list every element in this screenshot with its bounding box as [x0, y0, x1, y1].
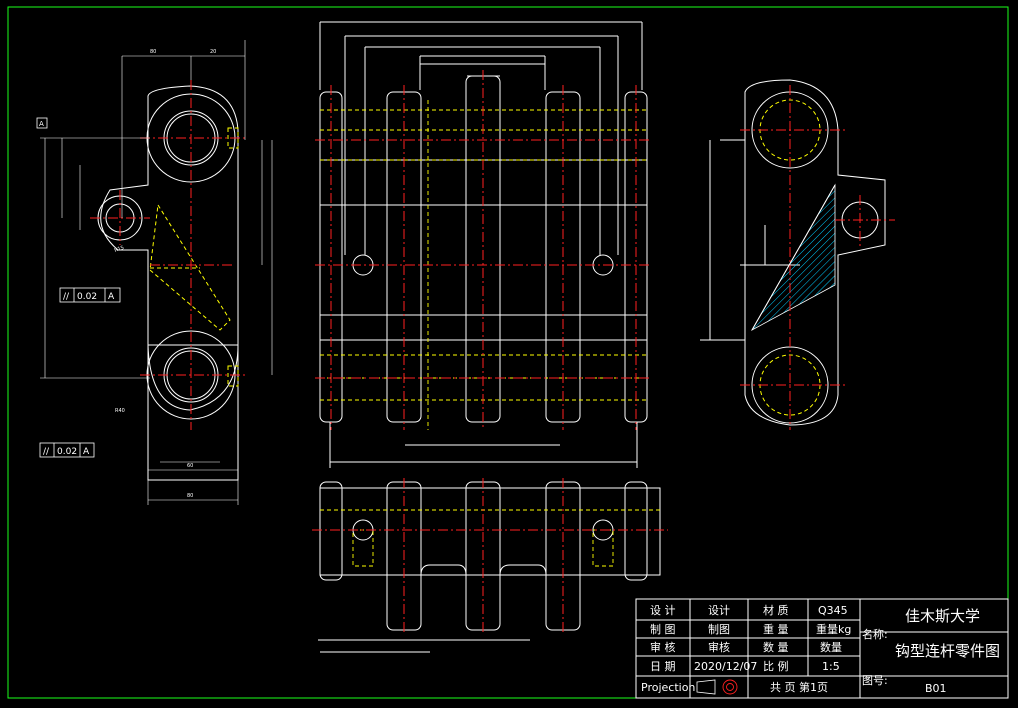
tol-1-datum: A	[108, 292, 115, 302]
right-view-centerlines	[740, 85, 895, 430]
bottom-view	[318, 481, 661, 653]
tb-value-material: Q345	[818, 604, 848, 617]
bottom-view-centerlines	[312, 478, 668, 635]
tb-label-design: 设 计	[650, 604, 676, 617]
tb-label-date: 日 期	[650, 660, 676, 673]
tb-label-material: 材 质	[763, 603, 789, 617]
tb-name-label: 名称:	[862, 627, 888, 641]
tb-label-scale: 比 例	[763, 659, 789, 673]
tol-1-symbol: //	[63, 292, 70, 302]
left-view-hidden	[149, 127, 239, 387]
center-view-centerlines	[315, 70, 652, 430]
left-view-dims	[40, 40, 273, 505]
tb-value-weight: 重量kg	[816, 622, 851, 636]
datum-tag-letter: A	[39, 120, 44, 128]
dim-label-60: 60	[187, 463, 193, 469]
left-view	[97, 85, 239, 481]
tol-1-value: 0.02	[77, 292, 97, 302]
dim-label-r15: R15	[114, 245, 125, 254]
tb-part-name: 钩型连杆零件图	[895, 642, 1000, 660]
tb-value-draw: 制图	[708, 623, 730, 636]
tb-code: B01	[925, 682, 947, 695]
tb-label-draw: 制 图	[650, 623, 676, 636]
tb-value-review: 审核	[708, 640, 730, 654]
dim-label-r40: R40	[115, 408, 125, 414]
tb-value-design: 设计	[708, 604, 730, 617]
left-view-dim-labels: R15 R40 80 20 60 80	[114, 49, 217, 499]
tol-2-datum: A	[83, 447, 90, 457]
dim-label-35: 80	[150, 49, 156, 55]
right-view	[700, 79, 886, 426]
tb-value-scale: 1:5	[822, 660, 840, 673]
tb-value-qty: 数量	[820, 641, 842, 654]
tol-frame-2: // 0.02 A	[39, 442, 95, 458]
datum-tag: A	[36, 117, 48, 129]
tb-school: 佳木斯大学	[905, 607, 980, 625]
title-block-text: 设 计 设计 材 质 Q345 制 图 制图 重 量 重量kg 审 核 审核 数…	[641, 603, 1000, 695]
sheet-border	[7, 6, 1009, 699]
tb-sheet-text: 共 页 第1页	[770, 680, 828, 694]
tb-label-review: 审 核	[650, 640, 676, 654]
tb-value-date: 2020/12/07	[694, 660, 757, 673]
right-view-hatch	[750, 183, 836, 332]
title-block	[635, 598, 1009, 699]
tol-2-symbol: //	[43, 447, 50, 457]
tb-label-weight: 重 量	[763, 622, 789, 636]
projection-symbol	[696, 679, 738, 695]
dim-label-20: 20	[210, 49, 216, 55]
tb-code-label: 图号:	[862, 674, 888, 687]
left-view-centerlines	[90, 80, 245, 430]
dim-label-80: 80	[187, 493, 193, 499]
tb-label-qty: 数 量	[763, 641, 789, 654]
tb-projection-label: Projection	[641, 681, 695, 694]
tol-2-value: 0.02	[57, 447, 77, 457]
tol-frame-1: // 0.02 A	[59, 287, 121, 303]
